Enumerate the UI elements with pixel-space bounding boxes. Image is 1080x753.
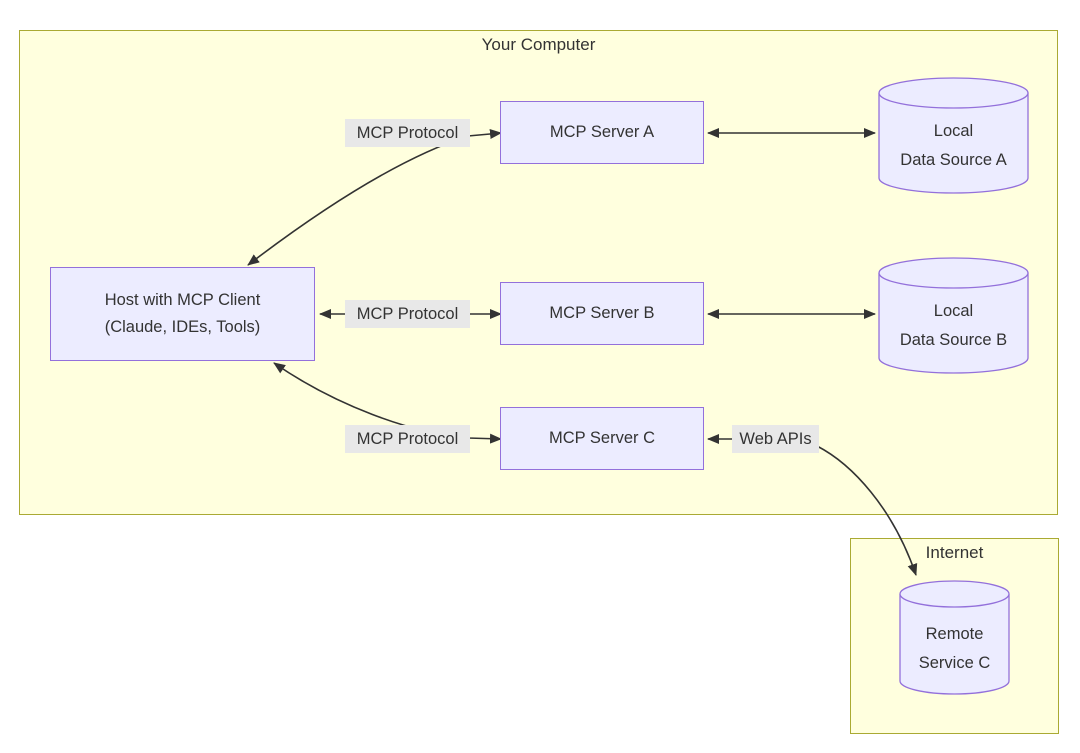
node-local-data-source-b-label: Local Data Source B bbox=[878, 297, 1029, 355]
node-mcp-server-b-label: MCP Server B bbox=[549, 304, 655, 322]
node-host-line2: (Claude, IDEs, Tools) bbox=[104, 318, 261, 336]
label-line2: Data Source A bbox=[900, 151, 1007, 169]
node-local-data-source-a-label: Local Data Source A bbox=[878, 117, 1029, 175]
database-icon bbox=[878, 257, 1029, 374]
edge-label-mcp-protocol-c: MCP Protocol bbox=[345, 425, 470, 453]
edge-label-mcp-protocol-a: MCP Protocol bbox=[345, 119, 470, 147]
node-remote-service-c: Remote Service C bbox=[899, 580, 1010, 695]
node-host-line1: Host with MCP Client bbox=[104, 291, 261, 309]
cluster-your-computer-title: Your Computer bbox=[481, 35, 596, 54]
label-line2: Service C bbox=[918, 654, 991, 672]
node-mcp-server-c-label: MCP Server C bbox=[548, 429, 656, 447]
node-mcp-server-a-label: MCP Server A bbox=[549, 123, 655, 141]
node-local-data-source-a: Local Data Source A bbox=[878, 77, 1029, 194]
node-mcp-server-c: MCP Server C bbox=[500, 407, 704, 470]
node-mcp-server-a: MCP Server A bbox=[500, 101, 704, 164]
label-line2: Data Source B bbox=[899, 331, 1008, 349]
edge-label-web-apis: Web APIs bbox=[732, 425, 819, 453]
node-host: Host with MCP Client (Claude, IDEs, Tool… bbox=[50, 267, 315, 361]
label-line1: Local bbox=[933, 122, 974, 140]
node-mcp-server-b: MCP Server B bbox=[500, 282, 704, 345]
node-local-data-source-b: Local Data Source B bbox=[878, 257, 1029, 374]
database-icon bbox=[878, 77, 1029, 194]
label-line1: Remote bbox=[925, 625, 984, 643]
node-remote-service-c-label: Remote Service C bbox=[899, 620, 1010, 678]
database-icon bbox=[899, 580, 1010, 695]
label-line1: Local bbox=[933, 302, 974, 320]
edge-label-mcp-protocol-b: MCP Protocol bbox=[345, 300, 470, 328]
cluster-internet-title: Internet bbox=[925, 543, 984, 562]
